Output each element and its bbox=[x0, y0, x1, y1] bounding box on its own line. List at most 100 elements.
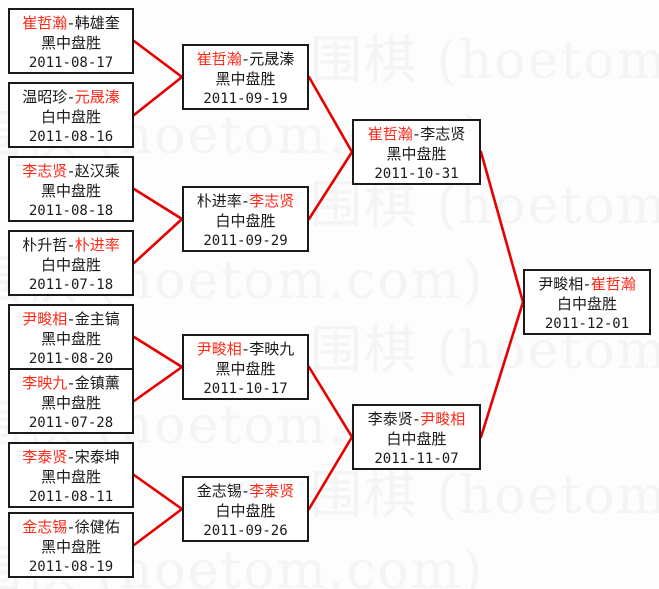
match-date: 2011-08-11 bbox=[28, 489, 114, 505]
match-box[interactable]: 崔哲瀚-韩雄奎 黑中盘胜 2011-08-17 bbox=[8, 8, 134, 74]
match-date: 2011-08-17 bbox=[28, 55, 114, 71]
match-result: 黑中盘胜 bbox=[40, 538, 101, 556]
connector-r1-m4 bbox=[132, 217, 184, 265]
player-winner: 李泰贤 bbox=[22, 448, 68, 466]
connector-sf-m1 bbox=[479, 150, 525, 304]
connector-r1-m8 bbox=[132, 507, 184, 547]
player-separator: - bbox=[242, 192, 249, 210]
match-date: 2011-09-29 bbox=[203, 233, 288, 249]
player-winner: 崔哲瀚 bbox=[590, 275, 636, 293]
match-box[interactable]: 李泰贤-宋泰坤 黑中盘胜 2011-08-11 bbox=[8, 442, 134, 508]
match-box[interactable]: 尹畯相-李映九 黑中盘胜 2011-10-17 bbox=[182, 334, 309, 400]
match-players: 温昭珍-元晟溱 bbox=[10, 87, 132, 107]
connector-r1-m3 bbox=[132, 187, 184, 221]
match-players: 朴进率-李志贤 bbox=[184, 191, 307, 211]
player-winner: 尹畯相 bbox=[196, 340, 242, 358]
player-loser: 朴升哲 bbox=[22, 236, 68, 254]
player-winner: 崔哲瀚 bbox=[367, 125, 413, 143]
match-date: 2011-08-18 bbox=[28, 203, 114, 219]
match-box[interactable]: 朴进率-李志贤 白中盘胜 2011-09-29 bbox=[182, 186, 309, 252]
match-date: 2011-09-19 bbox=[203, 91, 288, 107]
match-date: 2011-08-16 bbox=[28, 129, 114, 145]
match-box[interactable]: 李泰贤-尹畯相 白中盘胜 2011-11-07 bbox=[352, 404, 481, 470]
player-separator: - bbox=[584, 275, 590, 293]
connector-r1-m7 bbox=[132, 473, 184, 511]
match-date: 2011-07-28 bbox=[28, 415, 114, 431]
match-date: 2011-08-20 bbox=[28, 351, 114, 367]
match-players: 尹畯相-金主镐 bbox=[10, 309, 132, 329]
player-loser: 元晟溱 bbox=[249, 50, 295, 68]
match-box[interactable]: 温昭珍-元晟溱 白中盘胜 2011-08-16 bbox=[8, 82, 134, 148]
player-loser: 尹畯相 bbox=[538, 275, 584, 293]
player-separator: - bbox=[68, 518, 74, 536]
match-players: 李志贤-赵汉乘 bbox=[10, 161, 132, 181]
match-date: 2011-12-01 bbox=[544, 316, 630, 332]
match-box-final[interactable]: 尹畯相-崔哲瀚 白中盘胜 2011-12-01 bbox=[523, 269, 651, 335]
match-box[interactable]: 崔哲瀚-元晟溱 黑中盘胜 2011-09-19 bbox=[182, 44, 309, 110]
match-players: 崔哲瀚-李志贤 bbox=[354, 124, 479, 144]
player-separator: - bbox=[242, 482, 249, 500]
player-winner: 李志贤 bbox=[249, 192, 295, 210]
match-result: 白中盘胜 bbox=[215, 502, 276, 520]
player-loser: 金主镐 bbox=[74, 310, 120, 328]
connector-r1-m2 bbox=[132, 75, 184, 117]
player-winner: 尹畯相 bbox=[22, 310, 68, 328]
player-winner: 李映九 bbox=[22, 374, 68, 392]
match-result: 白中盘胜 bbox=[386, 430, 447, 448]
player-separator: - bbox=[68, 310, 74, 328]
player-winner: 李志贤 bbox=[22, 162, 68, 180]
player-separator: - bbox=[68, 448, 74, 466]
player-separator: - bbox=[68, 88, 74, 106]
match-result: 黑中盘胜 bbox=[215, 70, 276, 88]
match-result: 黑中盘胜 bbox=[40, 394, 101, 412]
match-players: 尹畯相-李映九 bbox=[184, 339, 307, 359]
match-date: 2011-10-17 bbox=[203, 381, 288, 397]
match-box[interactable]: 李映九-金镇薰 黑中盘胜 2011-07-28 bbox=[8, 368, 134, 434]
match-players: 李泰贤-尹畯相 bbox=[354, 409, 479, 429]
match-box[interactable]: 金志锡-李泰贤 白中盘胜 2011-09-26 bbox=[182, 476, 309, 542]
player-winner: 崔哲瀚 bbox=[22, 14, 68, 32]
player-loser: 李志贤 bbox=[420, 125, 466, 143]
connector-r1-m1 bbox=[132, 39, 184, 79]
match-date: 2011-11-07 bbox=[374, 451, 459, 467]
match-players: 崔哲瀚-韩雄奎 bbox=[10, 13, 132, 33]
player-separator: - bbox=[68, 14, 74, 32]
match-box[interactable]: 李志贤-赵汉乘 黑中盘胜 2011-08-18 bbox=[8, 156, 134, 222]
match-date: 2011-10-31 bbox=[374, 166, 459, 182]
player-winner: 李泰贤 bbox=[249, 482, 295, 500]
player-loser: 金镇薰 bbox=[74, 374, 120, 392]
match-result: 黑中盘胜 bbox=[215, 360, 276, 378]
player-separator: - bbox=[68, 162, 74, 180]
match-result: 黑中盘胜 bbox=[40, 34, 101, 52]
match-result: 白中盘胜 bbox=[556, 295, 617, 313]
player-winner: 金志锡 bbox=[22, 518, 68, 536]
match-players: 朴升哲-朴进率 bbox=[10, 235, 132, 255]
connector-r2-m3 bbox=[307, 365, 354, 439]
connector-r2-m2 bbox=[307, 150, 354, 221]
match-result: 黑中盘胜 bbox=[40, 182, 101, 200]
match-box[interactable]: 朴升哲-朴进率 白中盘胜 2011-07-18 bbox=[8, 230, 134, 296]
match-players: 金志锡-李泰贤 bbox=[184, 481, 307, 501]
player-separator: - bbox=[413, 410, 420, 428]
match-result: 白中盘胜 bbox=[40, 108, 101, 126]
match-box[interactable]: 崔哲瀚-李志贤 黑中盘胜 2011-10-31 bbox=[352, 119, 481, 185]
player-separator: - bbox=[242, 50, 249, 68]
match-box[interactable]: 金志锡-徐健佑 黑中盘胜 2011-08-19 bbox=[8, 512, 134, 578]
match-box[interactable]: 尹畯相-金主镐 黑中盘胜 2011-08-20 bbox=[8, 304, 134, 370]
match-result: 白中盘胜 bbox=[215, 212, 276, 230]
match-players: 尹畯相-崔哲瀚 bbox=[525, 274, 649, 294]
match-date: 2011-09-26 bbox=[203, 523, 288, 539]
match-result: 黑中盘胜 bbox=[40, 468, 101, 486]
player-loser: 宋泰坤 bbox=[74, 448, 120, 466]
player-loser: 赵汉乘 bbox=[74, 162, 120, 180]
player-separator: - bbox=[242, 340, 249, 358]
player-loser: 朴进率 bbox=[196, 192, 242, 210]
match-players: 李泰贤-宋泰坤 bbox=[10, 447, 132, 467]
match-date: 2011-07-18 bbox=[28, 277, 114, 293]
connector-r2-m1 bbox=[307, 75, 354, 154]
player-loser: 李泰贤 bbox=[367, 410, 413, 428]
connector-r2-m4 bbox=[307, 435, 354, 511]
match-players: 崔哲瀚-元晟溱 bbox=[184, 49, 307, 69]
match-players: 金志锡-徐健佑 bbox=[10, 517, 132, 537]
player-separator: - bbox=[68, 374, 74, 392]
